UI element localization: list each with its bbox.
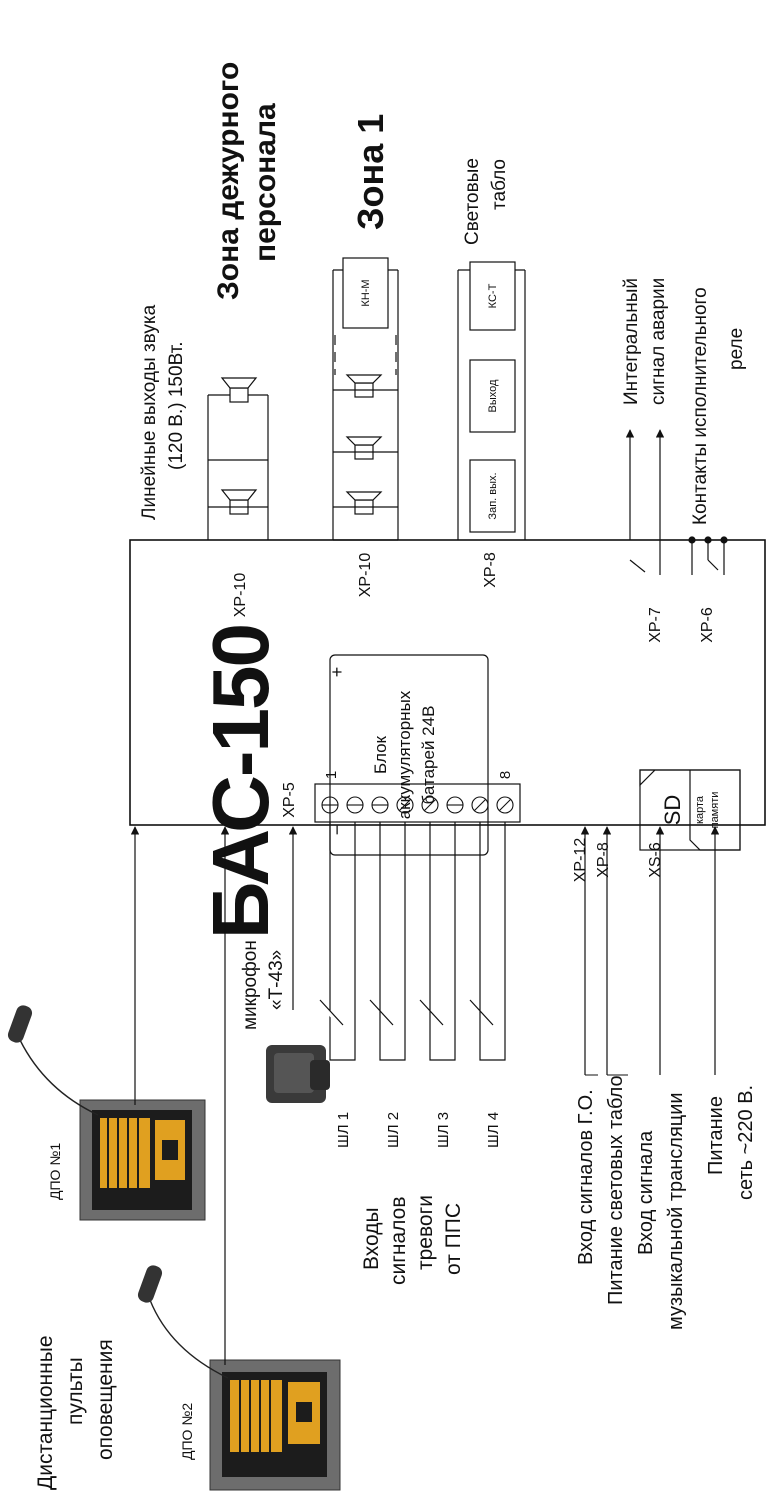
zone-staff-1: Зона дежурного bbox=[212, 62, 245, 300]
battery-minus: − bbox=[327, 825, 347, 836]
go-input: Вход сигналов Г.О. bbox=[575, 1089, 597, 1265]
xs6-label: XS-6 bbox=[647, 842, 664, 878]
light-boards bbox=[457, 261, 526, 540]
terminal-screws bbox=[321, 796, 514, 814]
dpo1-label: ДПО №1 bbox=[47, 1143, 63, 1200]
dpo-title-1: Дистанционные bbox=[34, 1335, 57, 1490]
xp6-label: XP-6 bbox=[699, 607, 716, 643]
battery-label-3: батарей 24В bbox=[419, 706, 438, 805]
dpo1-panel bbox=[7, 1005, 206, 1221]
loop-1: ШЛ 1 bbox=[335, 1112, 352, 1148]
battery-label-2: аккумуляторных bbox=[395, 690, 414, 819]
alarm-signal-lines bbox=[625, 429, 665, 575]
box-exit: Выход bbox=[487, 379, 499, 412]
box-spare-exit: Зап. вых. bbox=[487, 472, 499, 519]
relay-title-2: реле bbox=[726, 328, 747, 370]
music-input-2: музыкальной трансляции bbox=[665, 1092, 687, 1330]
xp5-terminal-block bbox=[314, 783, 521, 823]
xp12-label: XP-12 bbox=[572, 838, 589, 883]
input-arrows bbox=[130, 826, 720, 1230]
battery-plus: + bbox=[327, 667, 347, 678]
dpo-title-3: оповещения bbox=[94, 1339, 117, 1460]
sd-card: SD карта памяти bbox=[639, 769, 741, 851]
xp7-label: XP-7 bbox=[647, 607, 664, 643]
battery-block: + − Блок аккумуляторных батарей 24В bbox=[327, 654, 489, 856]
pin-1-label: 1 bbox=[323, 771, 340, 779]
device-box bbox=[129, 539, 766, 826]
alarm-in-3: тревоги bbox=[414, 1195, 437, 1270]
loop-3: ШЛ 3 bbox=[435, 1112, 452, 1148]
pin-8-label: 8 bbox=[497, 771, 514, 779]
power-input-2: сеть ~220 В. bbox=[735, 1085, 757, 1200]
light-title-2: табло bbox=[489, 159, 510, 210]
loop-switches bbox=[316, 822, 506, 1061]
sd-sub-1: карта bbox=[694, 795, 706, 824]
zone-staff-speakers bbox=[207, 377, 269, 540]
zone-staff-2: персонала bbox=[249, 103, 282, 262]
xp8-label: XP-8 bbox=[595, 842, 612, 878]
loop-4: ШЛ 4 bbox=[485, 1112, 502, 1148]
light-title-1: Световые bbox=[462, 158, 483, 245]
audio-title-2: (120 В.) 150Вт. bbox=[166, 342, 187, 470]
dpo-wires bbox=[134, 1100, 226, 1365]
alarm-in-1: Входы bbox=[360, 1207, 383, 1270]
power-input-1: Питание bbox=[705, 1096, 727, 1175]
dpo2-panel bbox=[137, 1265, 341, 1491]
microphone-t43 bbox=[266, 1045, 330, 1103]
box-knm: КН-М bbox=[360, 279, 372, 306]
audio-title-1: Линейные выходы звука bbox=[139, 304, 160, 520]
sd-label: SD bbox=[660, 795, 685, 826]
xp5-label: XP-5 bbox=[281, 782, 298, 818]
dpo-title-2: пульты bbox=[64, 1357, 87, 1425]
loop-2: ШЛ 2 bbox=[385, 1112, 402, 1148]
music-input-1: Вход сигнала bbox=[635, 1130, 657, 1255]
zone1-title: Зона 1 bbox=[350, 114, 391, 230]
alarm-in-2: сигналов bbox=[387, 1197, 410, 1286]
dpo2-label: ДПО №2 bbox=[179, 1403, 195, 1460]
alarm-title-1: Интегральный bbox=[621, 278, 642, 405]
sd-sub-2: памяти bbox=[709, 792, 721, 829]
relay-contacts bbox=[688, 536, 728, 575]
battery-label-1: Блок bbox=[371, 735, 390, 774]
alarm-in-4: от ППС bbox=[442, 1203, 465, 1275]
xp10b-label: XP-10 bbox=[357, 553, 374, 598]
xp8-top-label: XP-8 bbox=[482, 552, 499, 588]
box-kst: КС-Т bbox=[487, 283, 499, 308]
light-power-input: Питание световых табло bbox=[605, 1075, 627, 1305]
mic-label-1: микрофон bbox=[240, 940, 261, 1030]
device-name: БАС-150 bbox=[196, 625, 285, 939]
relay-title-1: Контакты исполнительного bbox=[690, 287, 711, 525]
zone1-speakers bbox=[332, 257, 399, 541]
xp10a-label: XP-10 bbox=[232, 573, 249, 618]
alarm-title-2: сигнал аварии bbox=[648, 278, 669, 405]
mic-label-2: «Т-43» bbox=[266, 950, 287, 1010]
